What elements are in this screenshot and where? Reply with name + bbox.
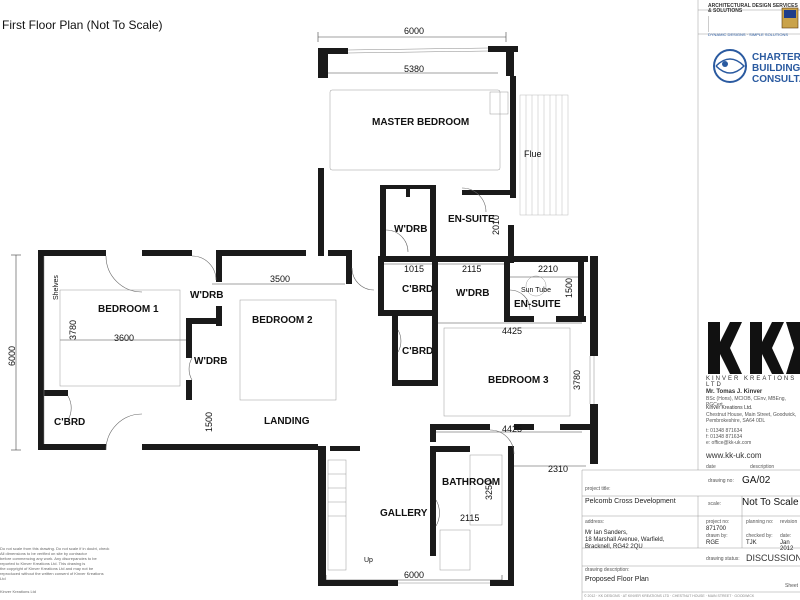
room-gallery: GALLERY: [380, 508, 428, 519]
disclaimer-line: before commencing any work. Any discrepa…: [0, 556, 97, 561]
scale-value: Not To Scale: [742, 497, 799, 508]
kinver-kreations-logo-icon: [708, 322, 800, 374]
disclaimer-line: Kinver Kreations Ltd: [0, 589, 37, 594]
room-bedroom-1: BEDROOM 1: [98, 304, 159, 315]
desc-col-label: description: [750, 464, 775, 470]
dim-master-inner: 5380: [404, 64, 424, 74]
room-cbrd-2: C'BRD: [402, 346, 433, 357]
client-address-2: Bracknell, RG42 2QU: [585, 544, 643, 550]
client-address-1: 18 Marshall Avenue, Warfield,: [585, 537, 665, 543]
room-bedroom-3: BEDROOM 3: [488, 375, 549, 386]
room-master-bedroom: MASTER BEDROOM: [372, 117, 469, 128]
room-landing: LANDING: [264, 416, 310, 427]
chartered-text: CHARTERED BUILDING CONSULTANCY: [752, 52, 800, 85]
room-wdrb-b1: W'DRB: [190, 290, 223, 301]
project-no-label: project no:: [706, 519, 730, 525]
dim-bath-h: 3250: [484, 480, 494, 500]
project-title: Pelcomb Cross Development: [585, 498, 676, 505]
dim-top-width: 6000: [404, 26, 424, 36]
dim-b2-w: 3500: [270, 274, 290, 284]
person-quals: BSc (Hons), MCIOB, CEnv, MBEng, PGCert: [706, 396, 786, 408]
dim-4425b: 4425: [502, 424, 522, 434]
disclaimer-line: All dimensions to be verified on site by…: [0, 551, 87, 556]
company-heading: ARCHITECTURAL DESIGN SERVICES & SOLUTION…: [708, 3, 798, 14]
firm-address-2: Pembrokeshire, SA64 0DL: [706, 418, 766, 424]
plan-title: First Floor Plan (Not To Scale): [2, 18, 163, 32]
disclaimer-line: reproduced without the written consent o…: [0, 571, 104, 581]
firm-email: e: office@kk-uk.com: [706, 440, 752, 446]
room-en-suite-1: EN-SUITE: [448, 214, 495, 225]
planning-no-label: planning no:: [746, 519, 774, 525]
walls: [38, 46, 598, 586]
dim-2115a: 2115: [462, 264, 481, 274]
firm-fax: f: 01348 871634: [706, 434, 743, 440]
checked-by-label: checked by:: [746, 533, 773, 539]
dim-1015: 1015: [404, 264, 424, 274]
kk-brand: KINVER KREATIONS LTD: [706, 376, 797, 388]
sheet-label: Sheet: [785, 583, 799, 589]
dim-ensuite-h: 2010: [491, 215, 501, 235]
label-flue: Flue: [524, 149, 542, 159]
dim-4425a: 4425: [502, 326, 522, 336]
project-title-label: project title:: [585, 486, 611, 492]
drawing-no: GA/02: [742, 475, 771, 486]
strapline: DYNAMIC DESIGNS · SIMPLE SOLUTIONS: [708, 32, 789, 37]
room-bedroom-2: BEDROOM 2: [252, 315, 313, 326]
status-value: DISCUSSION: [746, 553, 800, 563]
dim-2210: 2210: [538, 264, 558, 274]
disclaimer: Do not scale from this drawing. Do not s…: [0, 546, 110, 594]
room-wdrb-master: W'DRB: [394, 224, 427, 235]
disclaimer-line: the copyright of Kinver Kreations Ltd an…: [0, 566, 94, 571]
drawing-description: Proposed Floor Plan: [585, 576, 649, 583]
firm-web: www.kk-uk.com: [706, 451, 762, 460]
drawing-no-label: drawing no:: [708, 478, 734, 484]
disclaimer-line: Do not scale from this drawing. Do not s…: [0, 546, 110, 551]
dim-bottom-width: 6000: [404, 570, 424, 580]
firm-name: Kinver Kreations Ltd.: [706, 405, 753, 411]
room-cbrd-1: C'BRD: [402, 284, 433, 295]
dim-2310: 2310: [548, 464, 568, 474]
footer-text: © 2012 · KK DESIGNS · AT KINVER KREATION…: [584, 594, 755, 598]
practice-header: ARCHITECTURAL DESIGN SERVICES & SOLUTION…: [708, 4, 798, 37]
dim-2115b: 2115: [460, 513, 479, 523]
firm-tel: t: 01348 871634: [706, 428, 743, 434]
label-up: Up: [364, 557, 373, 564]
dim-landing-h: 1500: [204, 412, 214, 432]
label-shelves: Shelves: [53, 275, 60, 300]
dim-left-h: 6000: [7, 346, 17, 366]
room-wdrb-b2: W'DRB: [194, 356, 227, 367]
dim-b1-w: 3600: [114, 333, 134, 343]
status-label: drawing status:: [706, 556, 740, 562]
dim-b3-h: 3780: [572, 370, 582, 390]
room-cbrd-left: C'BRD: [54, 417, 85, 428]
drawing-description-label: drawing description:: [585, 567, 630, 573]
chartered-logo-icon: [713, 49, 747, 83]
firm-address-1: Chestnut House, Main Street, Goodwick,: [706, 412, 797, 418]
room-en-suite-2: EN-SUITE: [514, 299, 561, 310]
dim-b1-h: 3780: [68, 320, 78, 340]
address-label: address:: [585, 519, 605, 525]
project-no: 871700: [706, 526, 727, 532]
date-value: Jan 2012: [780, 540, 794, 552]
revision-label: revision: [780, 519, 798, 525]
date-label: date:: [780, 533, 792, 539]
disclaimer-line: reported to Kinver Kreations Ltd. This d…: [0, 561, 86, 566]
date-col-label: date: [706, 464, 716, 470]
drawn-by: RGE: [706, 540, 720, 546]
scale-label: scale:: [708, 501, 722, 507]
room-wdrb-2: W'DRB: [456, 288, 489, 299]
room-bathroom: BATHROOM: [442, 477, 500, 488]
dim-1500: 1500: [564, 278, 574, 298]
person-name: Mr. Tomas J. Kinver: [706, 389, 763, 395]
client-name: Mr Ian Sanders,: [585, 530, 628, 536]
drawn-by-label: drawn by:: [706, 533, 728, 539]
checked-by: TJK: [746, 540, 757, 546]
label-sun-tube: Sun Tube: [521, 287, 551, 294]
crest-icon: [781, 7, 799, 29]
